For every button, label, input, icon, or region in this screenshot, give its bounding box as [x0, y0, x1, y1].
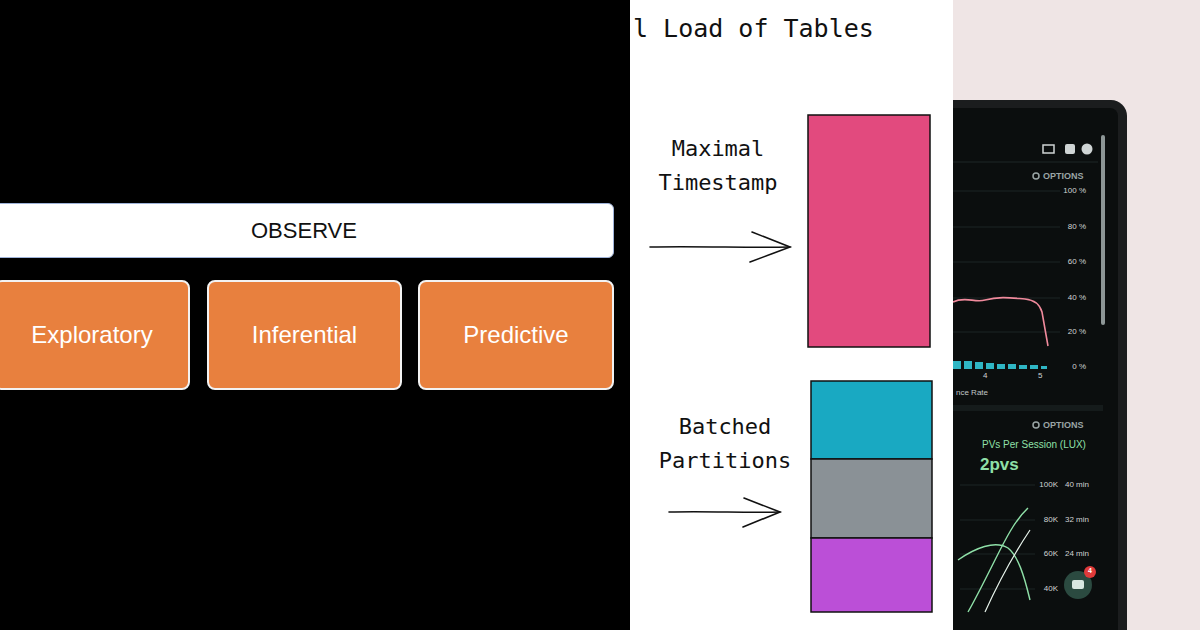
heading-box: OBSERVE: [0, 203, 614, 258]
axis-tick: 100K: [1039, 480, 1058, 490]
axis-tick: 80 %: [1068, 222, 1086, 232]
metric-title: PVs Per Session (LUX): [982, 439, 1086, 451]
axis-tick: 60 %: [1068, 257, 1086, 267]
box-label: OBSERVE: [251, 218, 357, 244]
arrow-label: Maximal Timestamp: [643, 132, 793, 200]
process-box: Predictive: [418, 280, 614, 390]
axis-tick: 40 min: [1065, 480, 1089, 490]
options-label: OPTIONS: [1043, 420, 1084, 431]
axis-tick: 32 min: [1065, 515, 1089, 525]
axis-tick: 24 min: [1065, 549, 1089, 559]
process-box: Inferential: [207, 280, 402, 390]
axis-tick: 40K: [1044, 584, 1058, 594]
axis-tick: 80K: [1044, 515, 1058, 525]
box-label: Inferential: [252, 321, 357, 349]
axis-tick: 0 %: [1072, 362, 1086, 372]
process-box: Exploratory: [0, 280, 190, 390]
panel-title: l Load of Tables: [633, 14, 874, 44]
axis-tick: 40 %: [1068, 293, 1086, 303]
box-label: Predictive: [463, 321, 568, 349]
arrow-label: Batched Partitions: [650, 410, 800, 478]
axis-tick: 20 %: [1068, 327, 1086, 337]
box-label: Exploratory: [31, 321, 152, 349]
axis-tick: 4: [983, 371, 987, 381]
axis-tick: 100 %: [1063, 186, 1086, 196]
badge-count: 4: [1086, 567, 1094, 575]
axis-tick: 60K: [1044, 549, 1058, 559]
axis-tick: 5: [1038, 371, 1042, 381]
axis-title: nce Rate: [956, 388, 988, 398]
options-label: OPTIONS: [1043, 171, 1084, 182]
metric-value: 2pvs: [980, 455, 1019, 475]
